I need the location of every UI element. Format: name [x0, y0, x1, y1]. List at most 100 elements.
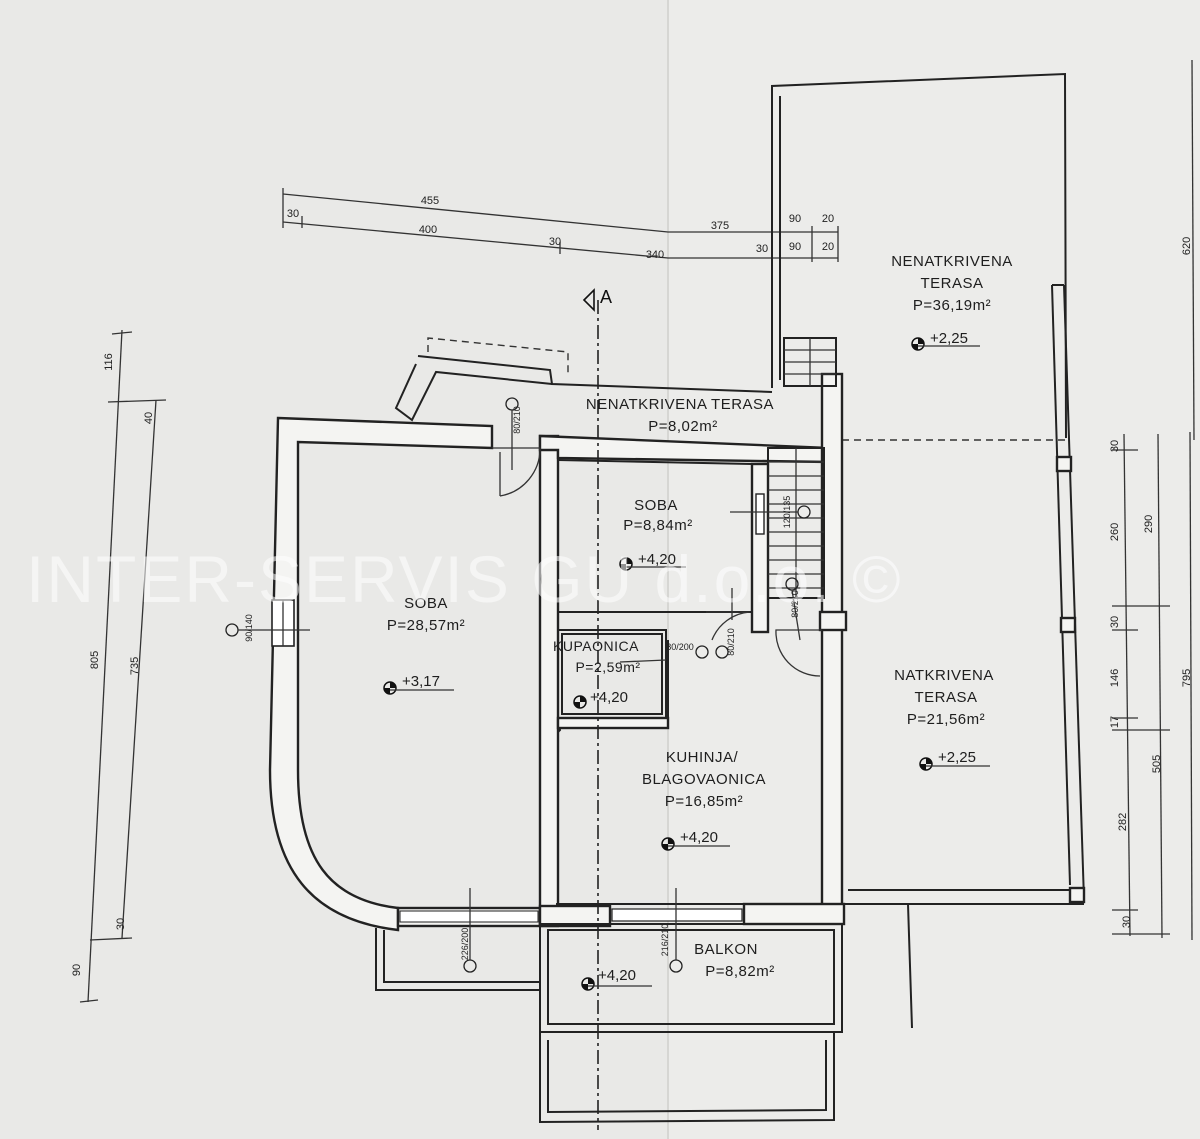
room-kupaonica: KUPAONICA P=2,59m² +4,20	[553, 638, 640, 709]
room-terasa-small-area: P=8,02m²	[648, 418, 717, 435]
level-marker-icon	[383, 681, 397, 695]
stairs	[767, 337, 837, 599]
dim-290: 290	[1143, 515, 1155, 533]
room-balkon-area: P=8,82m²	[705, 963, 774, 980]
room-kuhinja-line1: KUHINJA/	[666, 749, 739, 766]
dim-805: 805	[89, 651, 101, 669]
dim-260: 260	[1109, 523, 1121, 541]
room-soba-small-level: +4,20	[638, 551, 676, 568]
room-soba-large-area: P=28,57m²	[387, 617, 465, 634]
room-kupaonica-area: P=2,59m²	[575, 659, 640, 675]
doors	[492, 447, 822, 677]
section-marker: A	[582, 287, 612, 312]
room-terasa-top-area: P=36,19m²	[913, 297, 991, 314]
room-balkon: BALKON P=8,82m² +4,20	[581, 941, 774, 991]
dim-620: 620	[1181, 237, 1193, 255]
dim-90-b: 90	[789, 241, 801, 253]
room-terasa-small: NENATKRIVENA TERASA P=8,02m²	[586, 396, 774, 435]
level-marker-icon	[619, 557, 633, 571]
room-soba-large: SOBA P=28,57m² +3,17	[383, 595, 465, 695]
room-balkon-line1: BALKON	[694, 941, 758, 958]
wall-kitchen-bottom-left	[538, 904, 612, 928]
upper-terrace-outline	[771, 72, 1067, 439]
wall-central-partition	[538, 434, 560, 928]
dim-17: 17	[1109, 716, 1121, 728]
right-dimension-labels: 30 260 30 146 17 282 30 290 505 620 795	[1109, 237, 1193, 928]
dim-20-a: 20	[822, 213, 834, 225]
room-terasa-top-line1: NENATKRIVENA	[891, 253, 1013, 270]
room-kuhinja-level: +4,20	[680, 829, 718, 846]
dim-282: 282	[1117, 813, 1129, 831]
opening-door-bathroom: 80/210	[726, 628, 736, 656]
left-dimension-labels: 116 805 90 40 735 30	[71, 353, 155, 976]
dim-795: 795	[1181, 669, 1193, 687]
dim-455: 455	[421, 195, 439, 207]
dim-30-c: 30	[756, 243, 768, 255]
room-terasa-small-line1: NENATKRIVENA TERASA	[586, 396, 774, 413]
dim-90-left: 90	[71, 964, 83, 976]
opening-window-small-room: 120/135	[782, 496, 792, 529]
opening-window-left: 90/140	[244, 614, 254, 642]
right-dimension-lines	[1112, 59, 1195, 941]
room-natkrivena-level: +2,25	[938, 749, 976, 766]
room-natkrivena: NATKRIVENA TERASA P=21,56m² +2,25	[894, 667, 994, 771]
room-kuhinja-line2: BLAGOVAONICA	[642, 771, 766, 788]
room-natkrivena-area: P=21,56m²	[907, 711, 985, 728]
window-small-room	[755, 493, 765, 535]
room-terasa-top-level: +2,25	[930, 330, 968, 347]
opening-bathroom-vent: 80/200	[666, 642, 694, 652]
window-kitchen-bottom	[611, 908, 743, 922]
room-soba-small-area: P=8,84m²	[623, 517, 692, 534]
level-marker-icon	[911, 337, 925, 351]
dim-40: 40	[143, 412, 155, 424]
top-dimension-labels: 455 375 90 20 30 400 30 340 30 90 20	[287, 195, 834, 261]
dim-30-a: 30	[287, 208, 299, 220]
wall-bathroom-bottom	[556, 716, 670, 730]
level-marker-icon	[581, 977, 595, 991]
dim-30-r3: 30	[1121, 916, 1133, 928]
room-kupaonica-line1: KUPAONICA	[553, 638, 639, 654]
room-natkrivena-line1: NATKRIVENA	[894, 667, 994, 684]
opening-door-terrace: 80/210	[512, 406, 522, 434]
room-terasa-top: NENATKRIVENA TERASA P=36,19m² +2,25	[891, 253, 1013, 351]
dim-375: 375	[711, 220, 729, 232]
wall-kitchen-bottom-right	[742, 902, 846, 926]
dim-505: 505	[1151, 755, 1163, 773]
room-soba-small-line1: SOBA	[634, 497, 678, 514]
wall-right-jamb	[818, 610, 848, 632]
opening-big-room-bottom: 226/200	[460, 928, 470, 961]
window-big-room-bottom	[399, 910, 539, 923]
room-soba-small: SOBA P=8,84m² +4,20	[619, 497, 692, 571]
small-terrace-railing	[394, 337, 773, 422]
dim-90-a: 90	[789, 213, 801, 225]
room-kupaonica-level: +4,20	[590, 689, 628, 706]
level-marker-icon	[919, 757, 933, 771]
dim-30-b: 30	[549, 236, 561, 248]
dim-116: 116	[103, 353, 115, 371]
left-dimension-lines	[79, 329, 167, 1003]
room-balkon-level: +4,20	[598, 967, 636, 984]
dim-30-left: 30	[115, 918, 127, 930]
opening-kitchen-bottom: 216/210	[660, 924, 670, 957]
room-natkrivena-line2: TERASA	[914, 689, 977, 706]
dim-20-b: 20	[822, 241, 834, 253]
room-kuhinja: KUHINJA/ BLAGOVAONICA P=16,85m² +4,20	[642, 749, 766, 851]
opening-door-stairs: 80/210	[790, 590, 800, 618]
dim-30-r2: 30	[1109, 616, 1121, 628]
dim-146: 146	[1109, 669, 1121, 687]
opening-markers: 90/140 80/210 80/210 120/135 80/210 80/2…	[225, 397, 811, 973]
room-soba-large-line1: SOBA	[404, 595, 448, 612]
section-marker-label: A	[600, 287, 612, 307]
level-marker-icon	[573, 695, 587, 709]
dim-400: 400	[419, 224, 437, 236]
room-kuhinja-area: P=16,85m²	[665, 793, 743, 810]
dim-735: 735	[129, 657, 141, 675]
level-marker-icon	[661, 837, 675, 851]
room-soba-large-level: +3,17	[402, 673, 440, 690]
pergola-rail	[1051, 284, 1086, 904]
wall-right-lower	[820, 614, 844, 912]
watermark: INTER-SERVIS GU d.o.o. ©	[26, 542, 903, 616]
dim-30-r1: 30	[1109, 440, 1121, 452]
room-terasa-top-line2: TERASA	[920, 275, 983, 292]
